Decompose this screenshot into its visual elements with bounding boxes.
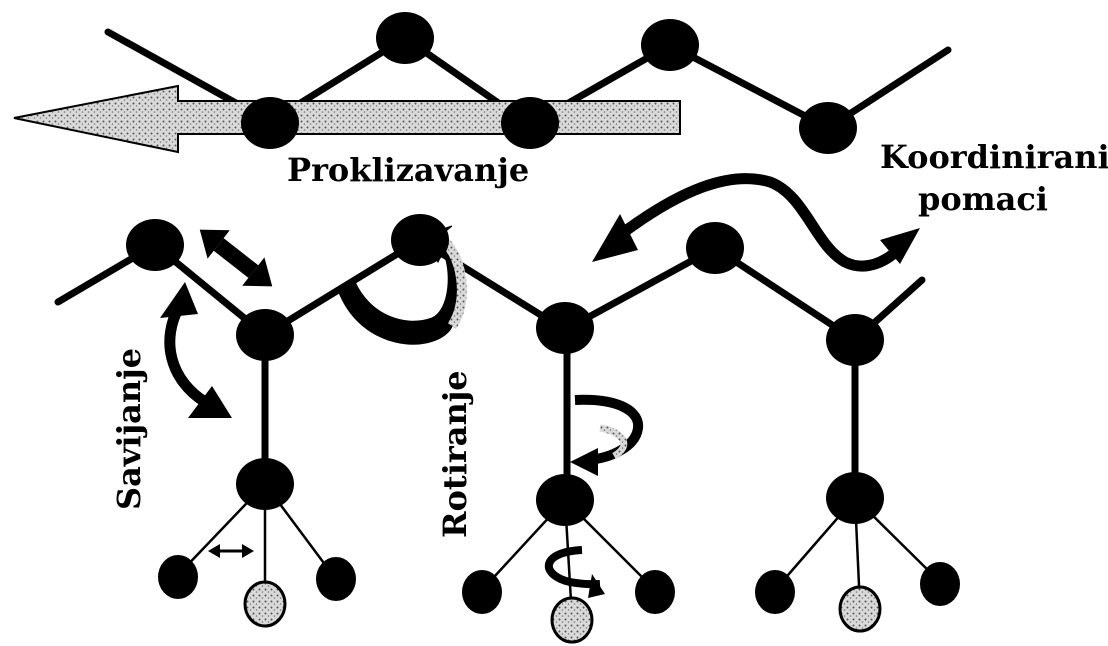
- bend-arrow-icon: [160, 282, 232, 418]
- top-atom-5: [799, 102, 857, 154]
- coordinated-label-line1: Koordinirani: [880, 138, 1108, 176]
- wave-arrow-icon: [592, 173, 920, 272]
- side-atom-2: [536, 474, 594, 526]
- terminal-atoms: [158, 555, 960, 644]
- top-atom-4: [641, 19, 699, 71]
- side-atom-1: [236, 458, 294, 510]
- slip-label: Proklizavanje: [287, 151, 529, 189]
- bottom-atom-5: [686, 222, 744, 274]
- top-atom-1: [241, 97, 299, 149]
- bottom-atom-6: [826, 314, 884, 366]
- side-atom-3: [826, 472, 884, 524]
- small-double-arrow-icon: [208, 544, 254, 558]
- top-atom-3: [501, 97, 559, 149]
- bottom-atom-4: [536, 302, 594, 354]
- rotation-label: Rotiranje: [436, 370, 474, 538]
- bottom-atom-2: [236, 309, 294, 361]
- bending-label: Savijanje: [110, 348, 148, 510]
- bottom-atom-3: [391, 214, 449, 266]
- top-atom-2: [376, 12, 434, 64]
- terminal-rotate-arrow-icon: [545, 546, 605, 598]
- bottom-chain-atoms: [126, 214, 884, 366]
- stretch-arrow-icon: [199, 229, 273, 287]
- coordinated-label-line2: pomaci: [918, 180, 1048, 218]
- side-rotate-arrow-icon: [570, 394, 644, 476]
- bottom-atom-1: [126, 219, 184, 271]
- top-chain-atoms: [241, 12, 857, 154]
